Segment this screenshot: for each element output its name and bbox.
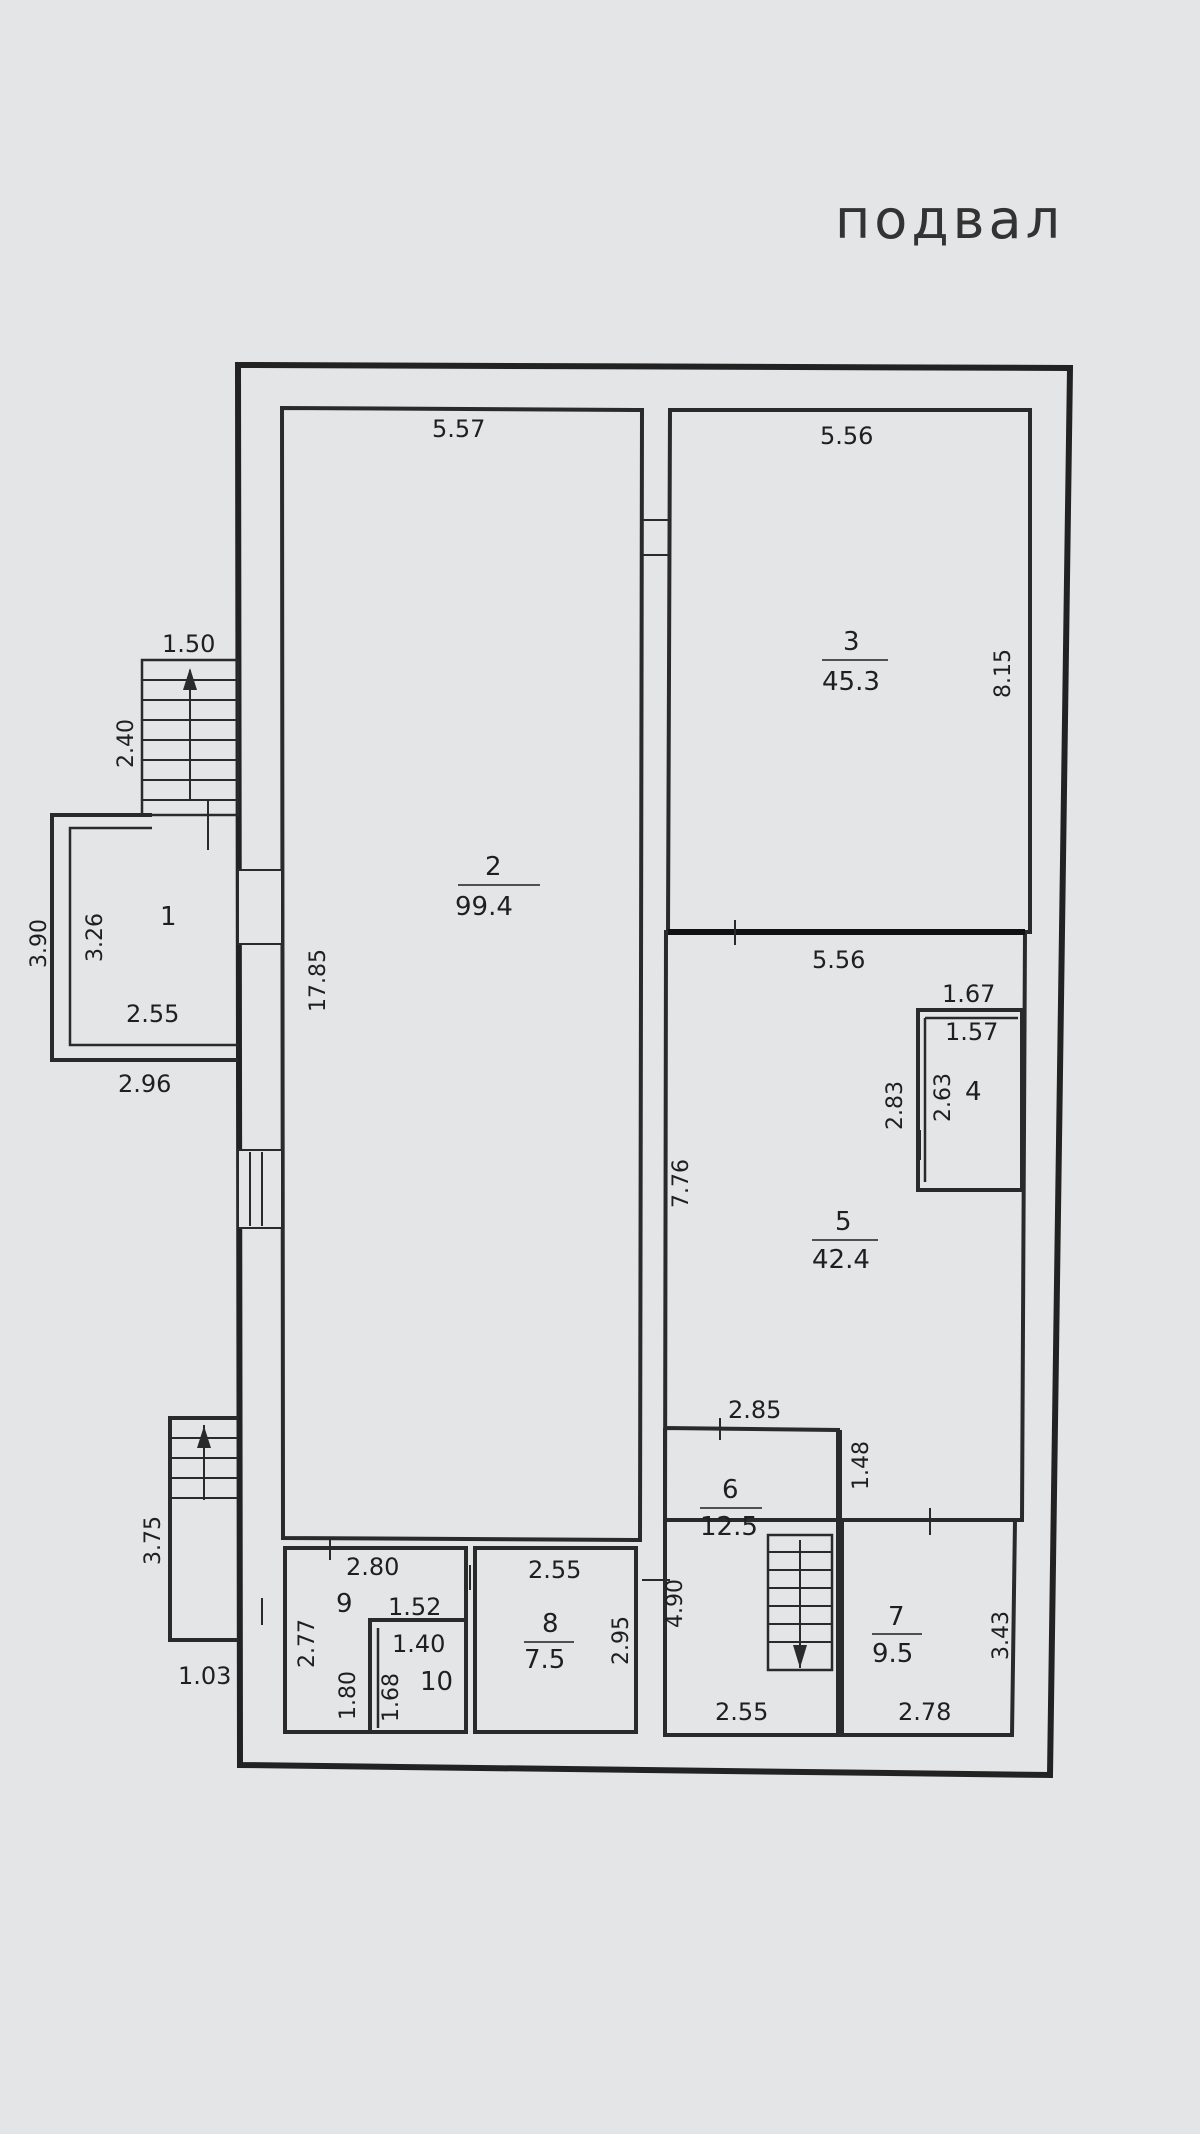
room-2-area: 99.4 [455, 892, 513, 922]
room-10-number: 10 [420, 1667, 453, 1697]
dim-2-78: 2.78 [898, 1698, 951, 1726]
dim-1-67: 1.67 [942, 980, 995, 1008]
room-7-number: 7 [888, 1602, 905, 1632]
room-5-number: 5 [835, 1207, 852, 1237]
room-3-number: 3 [843, 627, 860, 657]
dim-2-85: 2.85 [728, 1396, 781, 1424]
dim-3-43: 3.43 [989, 1611, 1014, 1660]
stairs-west [168, 1416, 238, 1642]
room-6-number: 6 [722, 1475, 739, 1505]
dim-5-56-top: 5.56 [820, 422, 873, 450]
room-6-walls [663, 1426, 840, 1737]
dim-5-56-mid: 5.56 [812, 946, 865, 974]
room-1-inner [68, 826, 238, 1047]
dim-4-90: 4.90 [663, 1579, 688, 1628]
dim-2-55-room8: 2.55 [528, 1556, 581, 1584]
dim-2-80: 2.80 [346, 1553, 399, 1581]
room-label-5: 5 42.4 [812, 1207, 878, 1275]
room-7-walls [840, 1518, 1018, 1737]
dim-1-52: 1.52 [388, 1593, 441, 1621]
room-8-number: 8 [542, 1609, 559, 1639]
room-3-walls [665, 408, 1032, 934]
room-label-3: 3 45.3 [822, 627, 888, 697]
room-6-area: 12.5 [700, 1512, 758, 1542]
dim-1-57: 1.57 [945, 1018, 998, 1046]
room-9-number: 9 [336, 1589, 353, 1619]
outer-wall [234, 361, 1074, 1779]
dim-2-55-room1: 2.55 [126, 1000, 179, 1028]
room-label-7: 7 9.5 [872, 1602, 922, 1669]
stairs-north [140, 658, 240, 817]
dim-2-83: 2.83 [883, 1081, 908, 1130]
room-8-walls [473, 1546, 638, 1734]
dim-5-57: 5.57 [432, 415, 485, 443]
dim-2-77: 2.77 [295, 1619, 320, 1668]
dim-1-50: 1.50 [162, 630, 215, 658]
room-2-number: 2 [485, 852, 502, 882]
room-label-2: 2 99.4 [455, 852, 540, 922]
dim-2-95: 2.95 [609, 1616, 634, 1665]
room-1-number: 1 [160, 902, 177, 932]
dim-1-80: 1.80 [336, 1671, 361, 1720]
room-4-number: 4 [965, 1077, 982, 1107]
room-label-10: 10 [420, 1667, 453, 1697]
dim-2-63: 2.63 [931, 1073, 956, 1122]
dim-2-96: 2.96 [118, 1070, 171, 1098]
room-4-walls [916, 1008, 1024, 1192]
dim-7-76: 7.76 [669, 1159, 694, 1208]
dim-3-90: 3.90 [27, 919, 52, 968]
dim-8-15: 8.15 [991, 649, 1016, 698]
west-window-1 [237, 869, 283, 945]
room-label-1: 1 [160, 902, 177, 932]
room-5-area: 42.4 [812, 1245, 870, 1275]
dim-1-40: 1.40 [392, 1630, 445, 1658]
dim-2-40: 2.40 [114, 719, 139, 768]
room-1-walls [50, 813, 238, 1062]
dim-1-68: 1.68 [379, 1673, 404, 1722]
room-label-9: 9 [336, 1589, 353, 1619]
room-2-walls [279, 405, 645, 1543]
dim-1-03: 1.03 [178, 1662, 231, 1690]
dim-2-55-room6: 2.55 [715, 1698, 768, 1726]
dim-3-26: 3.26 [83, 913, 108, 962]
dim-17-85: 17.85 [306, 949, 331, 1012]
stairs-room-6 [766, 1533, 834, 1672]
room-7-area: 9.5 [872, 1639, 913, 1669]
room-10-walls [368, 1618, 468, 1734]
door-marks [261, 519, 931, 1625]
room-3-area: 45.3 [822, 667, 880, 697]
dim-1-48: 1.48 [849, 1441, 874, 1490]
room-label-6: 6 12.5 [700, 1475, 762, 1542]
dim-3-75: 3.75 [141, 1516, 166, 1565]
room-label-4: 4 [965, 1077, 982, 1107]
room-8-area: 7.5 [524, 1645, 565, 1675]
west-window-2 [237, 1149, 283, 1229]
room-label-8: 8 7.5 [524, 1609, 574, 1675]
plan-title: подвал [835, 188, 1064, 251]
